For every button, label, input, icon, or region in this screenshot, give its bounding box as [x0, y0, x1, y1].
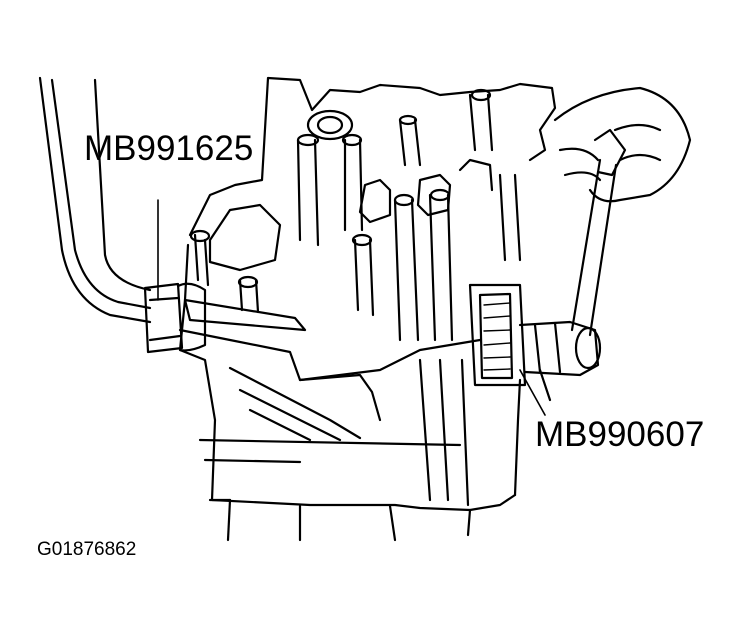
callout-leaders — [157, 199, 546, 416]
tool-handle-left — [38, 76, 152, 324]
tool-callout-mb991625: MB991625 — [84, 129, 254, 168]
figure-id: G01876862 — [37, 539, 137, 560]
tool-callout-mb990607: MB990607 — [535, 415, 705, 454]
wrench-bar — [570, 128, 627, 337]
transmission-case — [178, 76, 557, 542]
shift-rail-plate — [178, 298, 482, 507]
socket-adapter-left — [143, 282, 207, 354]
hand — [553, 86, 692, 203]
case-ribs — [189, 88, 522, 342]
gear-assembly-right — [468, 283, 602, 402]
